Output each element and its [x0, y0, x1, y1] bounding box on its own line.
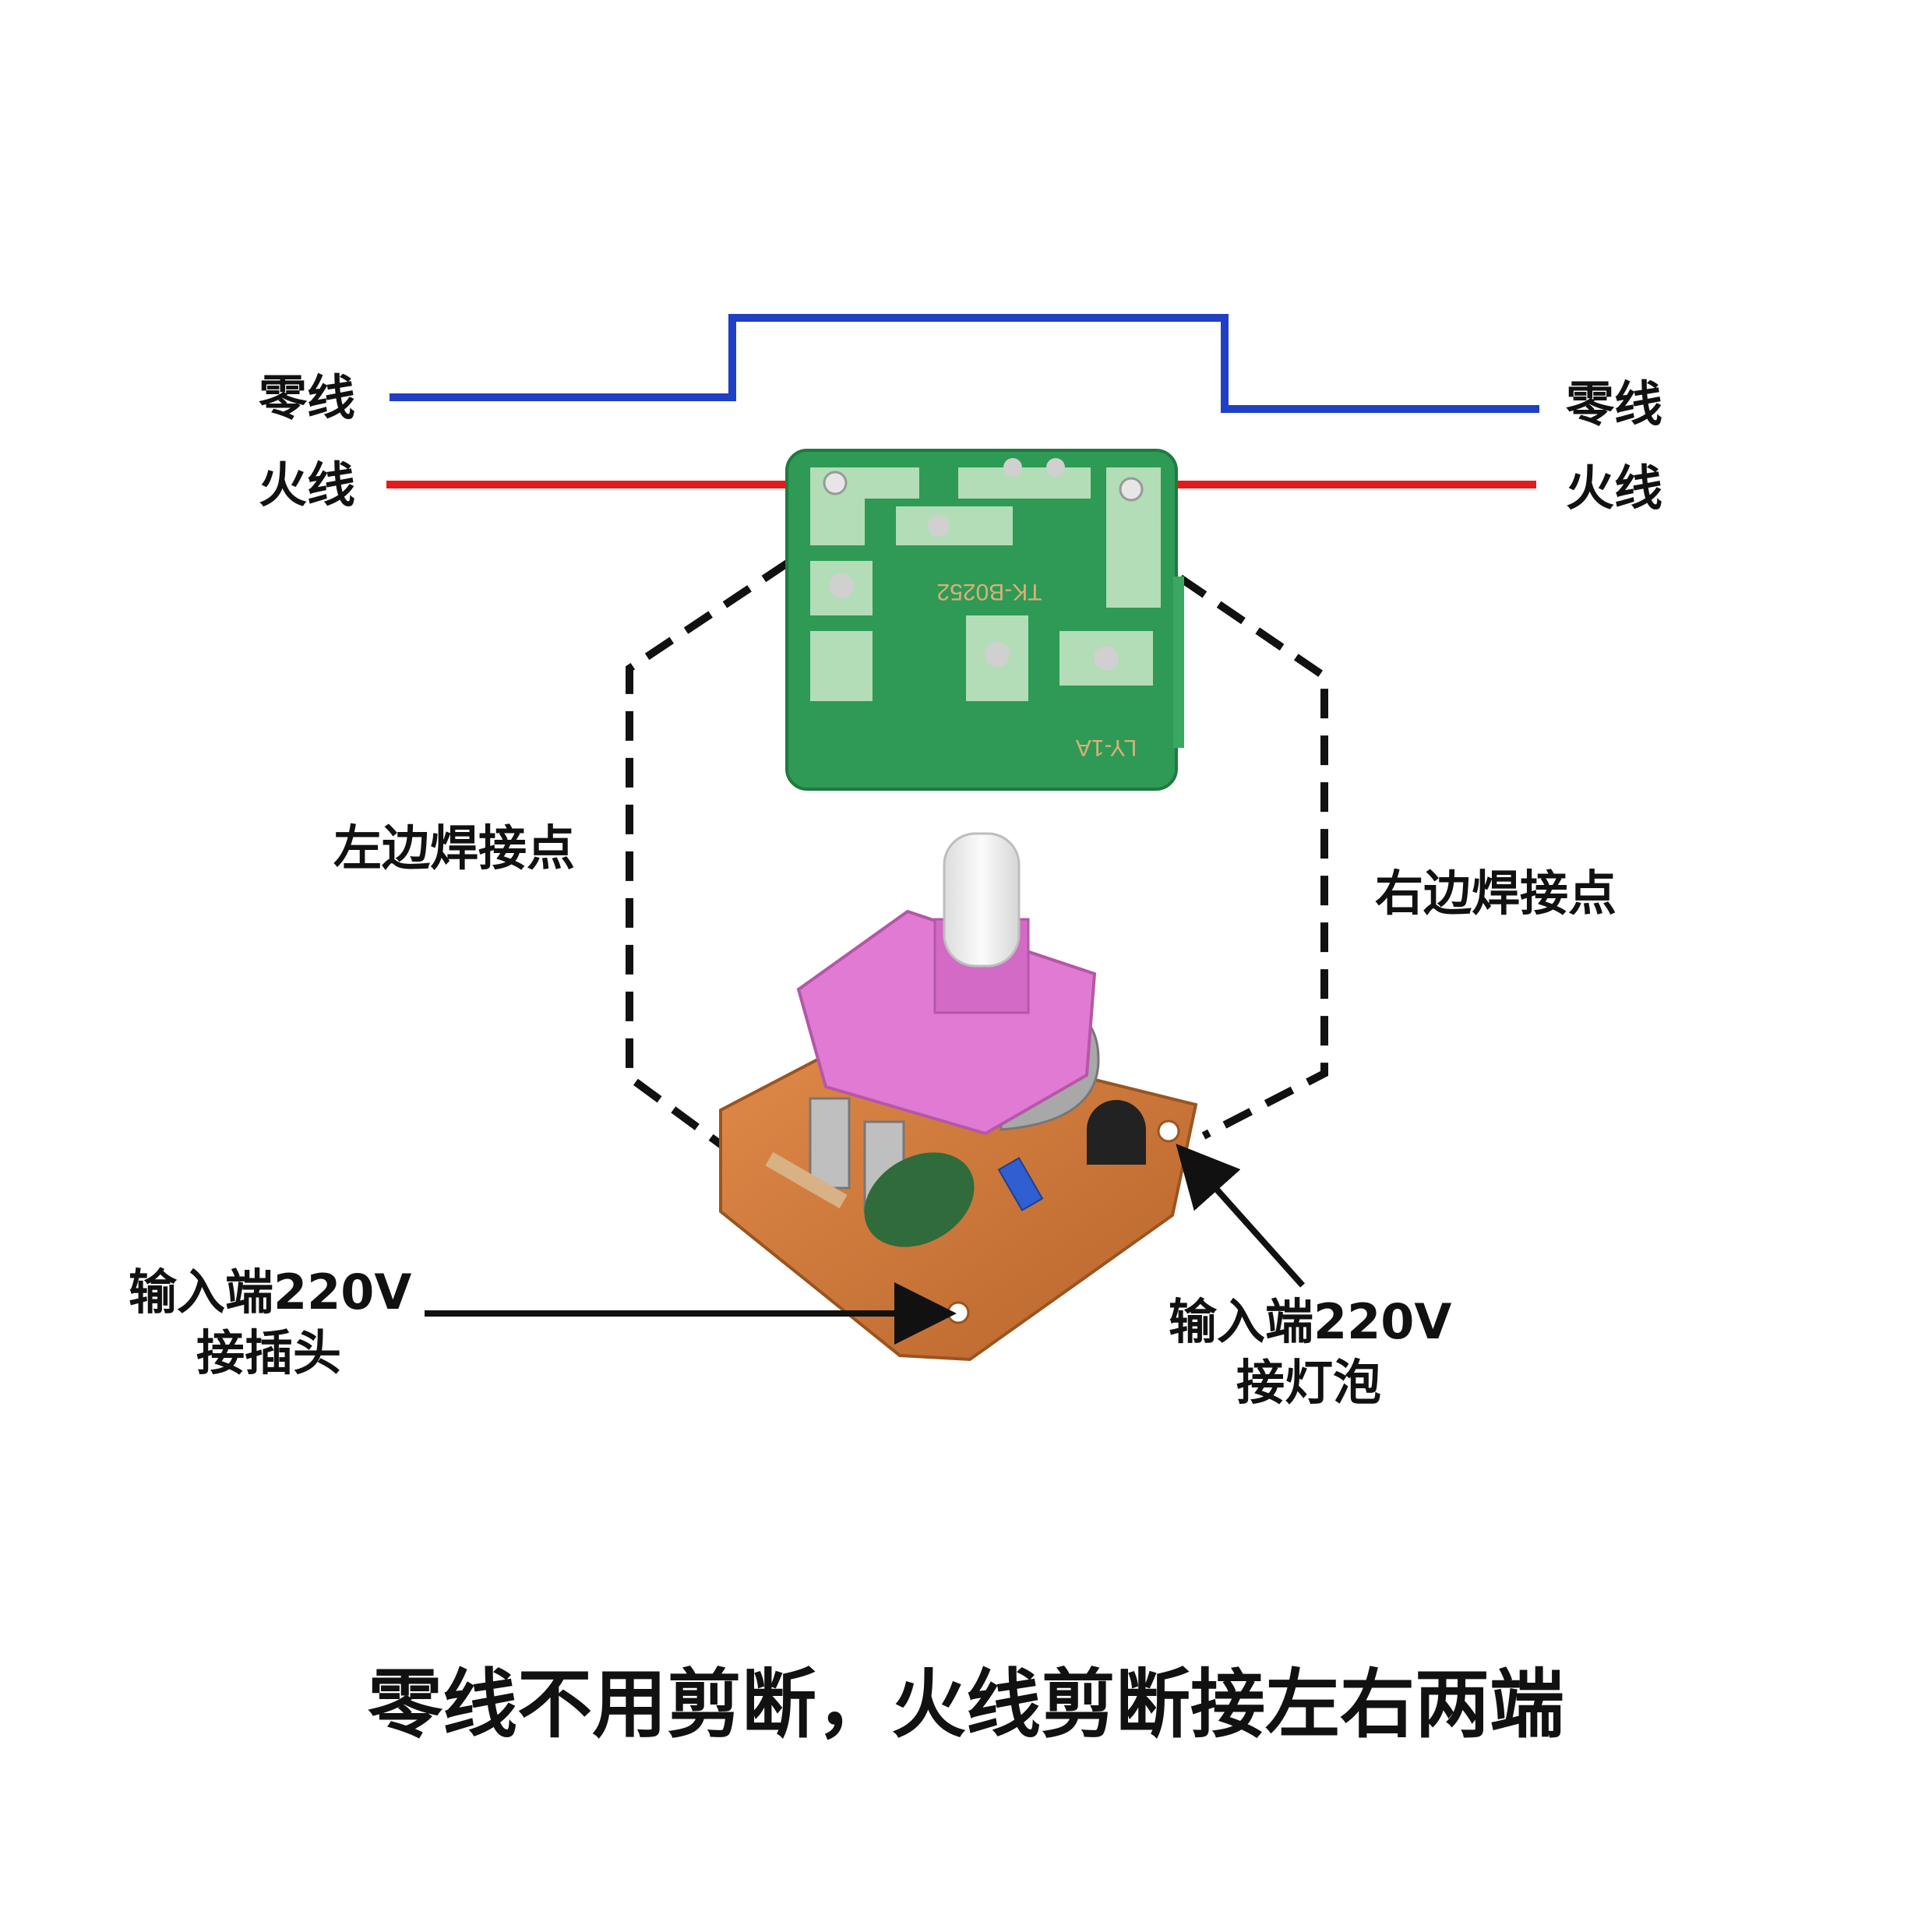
green-pcb-board: TK-B0252 LY-1A [785, 449, 1184, 791]
input-bulb-line1: 输入端220V [1169, 1293, 1452, 1350]
pcb-print-rating: LY-1A [1076, 735, 1137, 760]
pcb-print-model: TK-B0252 [936, 579, 1042, 605]
neutral-label-left: 零线 [259, 369, 356, 426]
input-bulb-line2: 接灯泡 [1236, 1353, 1381, 1411]
instruction-caption: 零线不用剪断，火线剪断接左右两端 [368, 1661, 1564, 1748]
neutral-label-right: 零线 [1566, 375, 1663, 432]
right-solder-label: 右边焊接点 [1375, 865, 1617, 922]
right-solder-dashed-line [1178, 574, 1328, 1140]
neutral-wire [390, 314, 1539, 413]
live-label-right: 火线 [1566, 460, 1663, 516]
live-label-left: 火线 [259, 457, 356, 513]
input-plug-label: 输入端220V 接插头 [129, 1262, 412, 1383]
input-plug-line1: 输入端220V [129, 1264, 412, 1320]
left-solder-label: 左边焊接点 [333, 820, 576, 876]
arrow-icon [1176, 1144, 1305, 1288]
input-bulb-label: 输入端220V 接灯泡 [1169, 1292, 1452, 1412]
input-plug-line2: 接插头 [196, 1324, 341, 1381]
rotary-dimmer-module [719, 832, 1198, 1362]
